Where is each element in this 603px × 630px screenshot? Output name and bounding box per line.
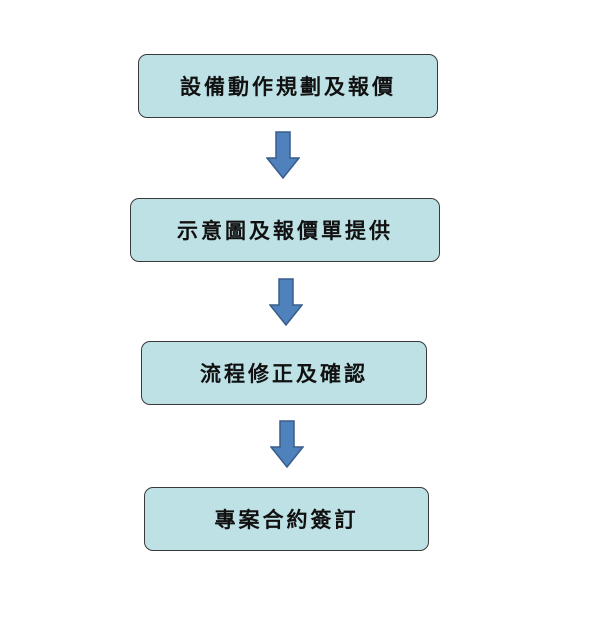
step-label: 流程修正及確認 (200, 362, 368, 386)
step-box-contract-signing: 專案合約簽訂 (144, 487, 429, 551)
down-arrow-icon (266, 131, 300, 179)
step-label: 示意圖及報價單提供 (177, 219, 393, 243)
step-label: 設備動作規劃及報價 (180, 75, 396, 99)
step-box-planning-and-quotation: 設備動作規劃及報價 (138, 54, 438, 118)
down-arrow-icon (269, 278, 303, 326)
step-label: 專案合約簽訂 (214, 508, 359, 532)
step-box-diagram-and-quote-provision: 示意圖及報價單提供 (130, 198, 440, 262)
down-arrow-icon (270, 420, 304, 468)
step-box-process-revision-and-confirmation: 流程修正及確認 (141, 341, 427, 405)
